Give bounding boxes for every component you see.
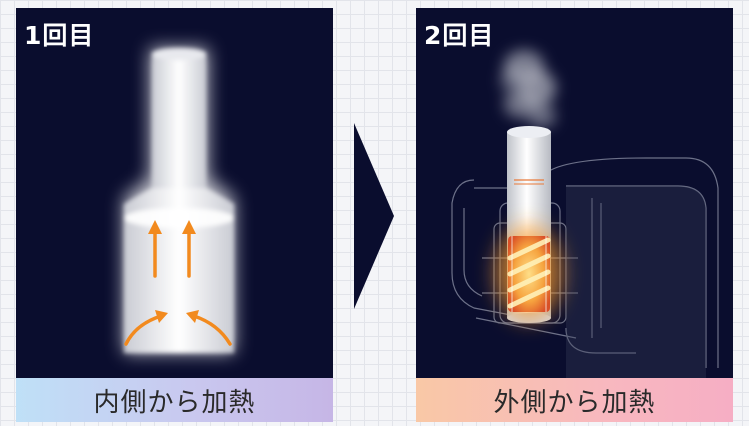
panel-first-heating: 1回目: [16, 8, 333, 422]
stick-shape: [124, 48, 234, 353]
smoke: [500, 50, 556, 128]
step-label-second: 2回目: [424, 21, 495, 50]
panel-second-heating: 2回目: [416, 8, 733, 422]
next-step-arrow-icon: [354, 123, 394, 309]
heater-coil: [507, 236, 551, 312]
inner-heating-illustration: [124, 48, 234, 353]
heat-arrow-icon: [124, 228, 232, 346]
step-label-first: 1回目: [24, 21, 95, 50]
caption-inner-heating: 内側から加熱: [16, 378, 333, 422]
caption-outer-heating: 外側から加熱: [416, 378, 733, 422]
outer-heating-illustration: [451, 50, 719, 378]
